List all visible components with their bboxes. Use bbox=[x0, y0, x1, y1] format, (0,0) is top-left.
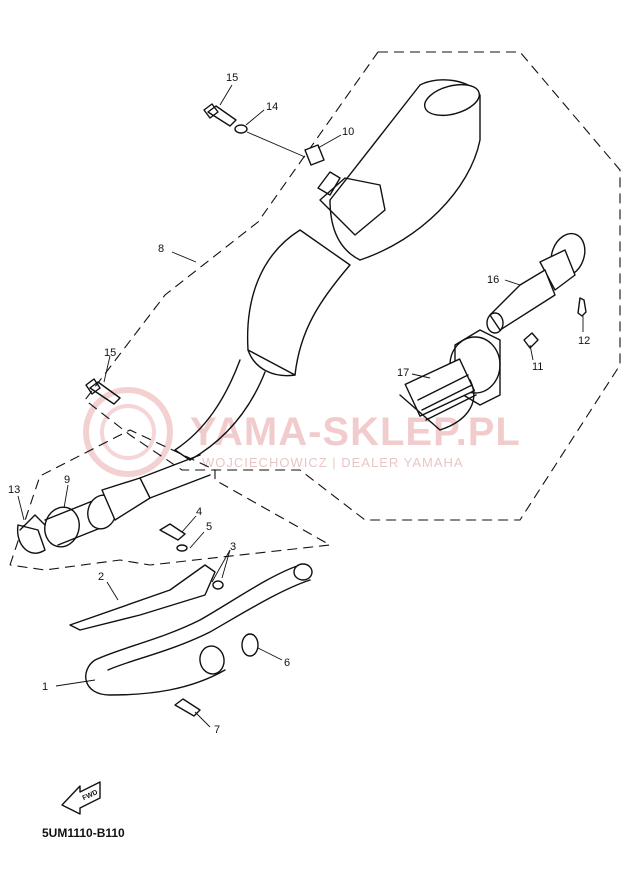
watermark-logo-inner bbox=[100, 404, 156, 460]
silencer-insert bbox=[399, 329, 501, 431]
callout-6: 6 bbox=[284, 657, 290, 669]
callout-2: 2 bbox=[98, 571, 104, 583]
protector bbox=[69, 564, 216, 631]
watermark-subtitle: WOJCIECHOWICZ | DEALER YAMAHA bbox=[202, 455, 464, 470]
bolt-7 bbox=[174, 698, 201, 717]
leader-lines bbox=[17, 84, 584, 728]
callout-16: 16 bbox=[487, 274, 499, 286]
collar-3 bbox=[212, 580, 224, 590]
watermark: YAMA-SKLEP.PL WOJCIECHOWICZ | DEALER YAM… bbox=[83, 387, 521, 477]
callout-3: 3 bbox=[230, 541, 236, 553]
callout-12: 12 bbox=[578, 335, 590, 347]
washer-5 bbox=[176, 544, 188, 552]
callout-13: 13 bbox=[8, 484, 20, 496]
screw-4 bbox=[159, 523, 186, 541]
callout-14: 14 bbox=[266, 101, 278, 113]
bolt-11 bbox=[523, 332, 539, 349]
callout-10: 10 bbox=[342, 126, 354, 138]
watermark-logo bbox=[83, 387, 173, 477]
fwd-arrow-icon: FWD bbox=[61, 781, 101, 815]
washer-14 bbox=[234, 124, 248, 134]
callout-8: 8 bbox=[158, 243, 164, 255]
bolt-15-lower bbox=[85, 378, 121, 405]
callout-5: 5 bbox=[206, 521, 212, 533]
diagram-code: 5UM1110-B110 bbox=[42, 826, 125, 840]
gasket-6 bbox=[241, 633, 259, 657]
spark-arrester bbox=[486, 232, 586, 334]
callout-17: 17 bbox=[397, 367, 409, 379]
callout-1: 1 bbox=[42, 681, 48, 693]
watermark-title: YAMA-SKLEP.PL bbox=[190, 410, 521, 454]
callout-4: 4 bbox=[196, 506, 202, 518]
callout-11: 11 bbox=[532, 361, 543, 373]
exhaust-pipe bbox=[85, 563, 313, 696]
bolt-15-top bbox=[203, 103, 237, 127]
bolt-12 bbox=[577, 297, 587, 317]
callout-7: 7 bbox=[214, 724, 220, 736]
muffler bbox=[174, 79, 481, 461]
callout-15-lower: 15 bbox=[104, 347, 116, 359]
callout-15-top: 15 bbox=[226, 72, 238, 84]
muffler-assembly-boundary bbox=[84, 51, 621, 521]
joint-assembly-boundary bbox=[9, 429, 332, 571]
callout-9: 9 bbox=[64, 474, 70, 486]
callouts: 15 14 10 8 16 12 11 17 15 13 9 4 5 3 2 6… bbox=[8, 72, 590, 736]
damper-10 bbox=[304, 144, 325, 166]
joint-parts bbox=[16, 454, 211, 554]
